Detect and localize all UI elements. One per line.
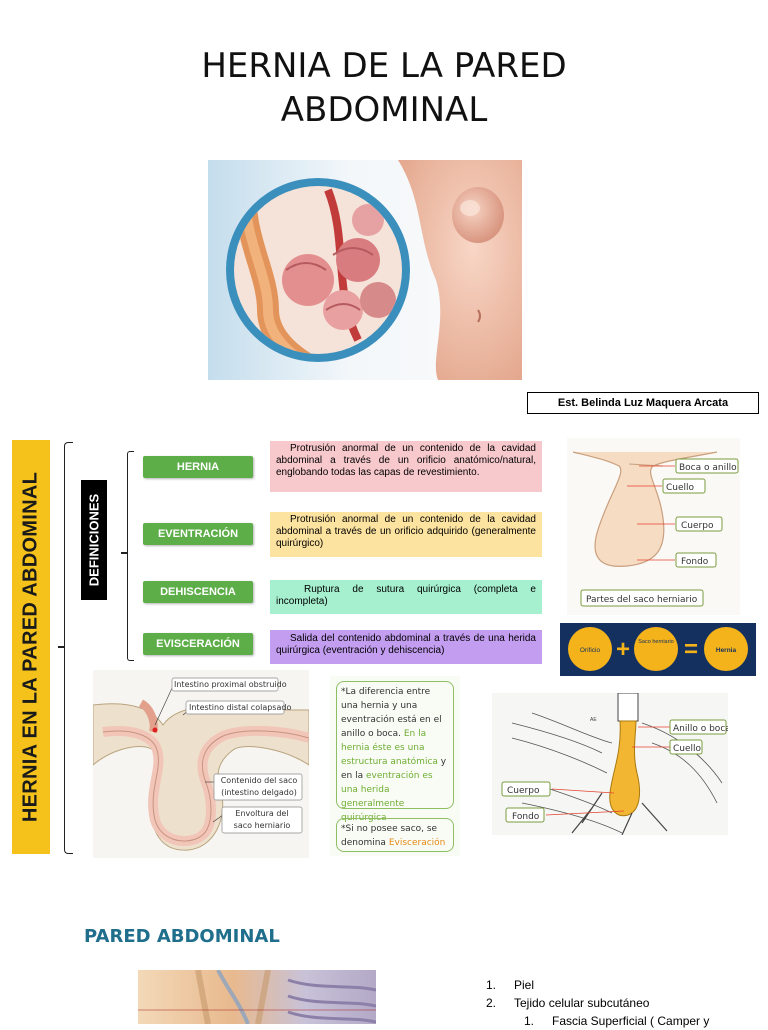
inner-brace <box>127 451 134 661</box>
definition-evisceracion: Salida del contenido abdominal a través … <box>270 630 542 664</box>
outer-brace-tick <box>58 646 65 648</box>
note-text-1: *La diferencia entre una hernia y una ev… <box>341 687 442 739</box>
term-hernia: HERNIA <box>143 456 253 478</box>
list-text: Fascia Superficial ( Camper y <box>552 1014 710 1028</box>
term-dehiscencia: DEHISCENCIA <box>143 581 253 603</box>
list-number: 2. <box>486 996 497 1010</box>
intestine-label-contenido: Contenido del saco (intestino delgado) <box>220 776 298 797</box>
sac-label-cuello: Cuello <box>666 483 695 493</box>
list-item: 1. Piel <box>486 976 709 994</box>
note-text-2: En la hernia éste es una estructura anat… <box>341 729 438 767</box>
equation-plus: + <box>616 636 630 663</box>
sac-parts-diagram: Boca o anillo Cuello Cuerpo Fondo Partes… <box>567 438 740 615</box>
difference-note: *La diferencia entre una hernia y una ev… <box>330 676 460 856</box>
sac-label-fondo: Fondo <box>681 557 709 567</box>
intestine-label-proximal: Intestino proximal obstruido <box>174 680 287 689</box>
vertical-banner: HERNIA EN LA PARED ABDOMINAL <box>12 440 50 854</box>
title-line-1: HERNIA DE LA PARED <box>201 46 567 86</box>
list-text: Piel <box>514 978 535 992</box>
anatomy-label-cuello: Cuello <box>673 744 702 754</box>
list-number: 1. <box>524 1014 535 1028</box>
page-title: HERNIA DE LA PARED ABDOMINAL <box>0 44 768 132</box>
anatomy-label-fondo: Fondo <box>512 812 540 822</box>
list-item: 1. Fascia Superficial ( Camper y <box>486 1012 709 1030</box>
outer-brace <box>64 442 73 854</box>
title-line-2: ABDOMINAL <box>280 90 488 130</box>
equation-banner: + = Orificio Saco herniario Hernia <box>560 623 756 676</box>
anatomy-sketch: AE Anillo o boca Cuello Cuerpo Fondo <box>492 692 731 836</box>
note-text-5: *Si no posee saco, se denomina <box>341 824 438 848</box>
equation-equals: = <box>684 636 698 663</box>
note-text-3: y en la <box>341 757 447 781</box>
section-heading: PARED ABDOMINAL <box>84 926 280 947</box>
inner-brace-tick <box>121 552 128 554</box>
anatomy-label-cuerpo: Cuerpo <box>507 786 540 796</box>
term-evisceracion: EVISCERACIÓN <box>143 633 253 655</box>
note-text-6: Evisceración <box>388 838 446 848</box>
definition-eventracion: Protrusión anormal de un contenido de la… <box>270 512 542 557</box>
list-text: Tejido celular subcutáneo <box>514 996 650 1010</box>
definition-dehiscencia: Ruptura de sutura quirúrgica (completa e… <box>270 580 542 614</box>
anatomy-label-anillo: Anillo o boca <box>673 724 728 734</box>
svg-text:AE: AE <box>590 717 597 723</box>
abdominal-layers-list: 1. Piel 2. Tejido celular subcutáneo 1. Fas… <box>486 976 709 1030</box>
definitions-label: DEFINICIONES <box>81 480 107 600</box>
equation-saco: Saco herniario <box>638 639 674 645</box>
equation-hernia: Hernia <box>716 647 737 654</box>
note-box-2: *Si no posee saco, se denomina Eviscerac… <box>336 818 454 852</box>
author-box: Est. Belinda Luz Maquera Arcata <box>527 392 759 414</box>
list-item: 2. Tejido celular subcutáneo <box>486 994 709 1012</box>
intestine-label-envoltura: Envoltura del saco herniario <box>233 809 291 830</box>
equation-orificio: Orificio <box>580 647 601 654</box>
sac-label-cuerpo: Cuerpo <box>681 521 714 531</box>
list-number: 1. <box>486 978 497 992</box>
term-eventracion: EVENTRACIÓN <box>143 523 253 545</box>
sac-caption: Partes del saco herniario <box>586 595 698 605</box>
intestine-label-distal: Intestino distal colapsado <box>189 703 292 712</box>
intestine-diagram: Intestino proximal obstruido Intestino d… <box>92 670 311 858</box>
definition-hernia: Protrusión anormal de un contenido de la… <box>270 441 542 492</box>
vertical-banner-text: HERNIA EN LA PARED ABDOMINAL <box>19 471 42 823</box>
definitions-label-text: DEFINICIONES <box>86 493 102 587</box>
sac-label-boca: Boca o anillo <box>679 463 737 473</box>
hernia-illustration <box>208 160 522 380</box>
abdominal-wall-illustration <box>138 970 376 1024</box>
note-box-1: *La diferencia entre una hernia y una ev… <box>336 681 454 823</box>
